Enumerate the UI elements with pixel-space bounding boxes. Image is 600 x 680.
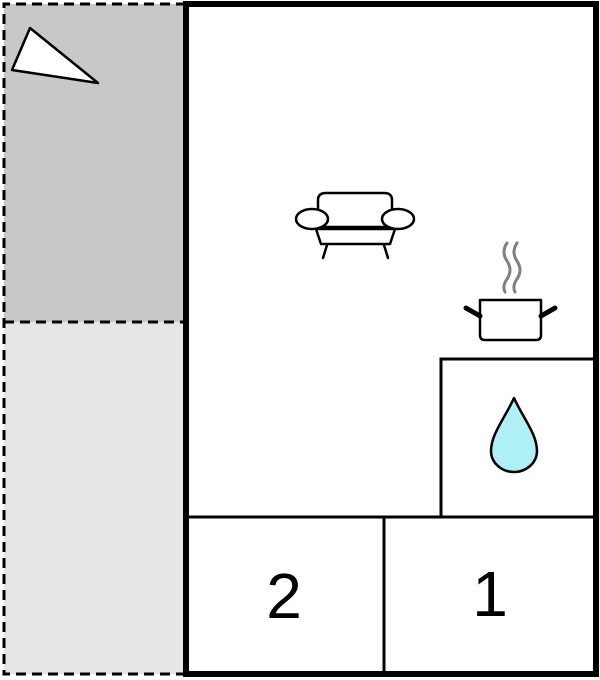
sofa-icon [294,191,416,260]
compass-icon [10,26,100,85]
bathroom-walls [439,357,596,517]
room-number-1: 1 [472,558,508,630]
water-drop-icon [489,396,539,474]
room-number-2: 2 [266,560,302,632]
bedroom-walls [186,515,596,674]
cooking-pot-icon [463,241,558,342]
outdoor-dashed-border [2,2,186,676]
garden-area [4,322,184,674]
